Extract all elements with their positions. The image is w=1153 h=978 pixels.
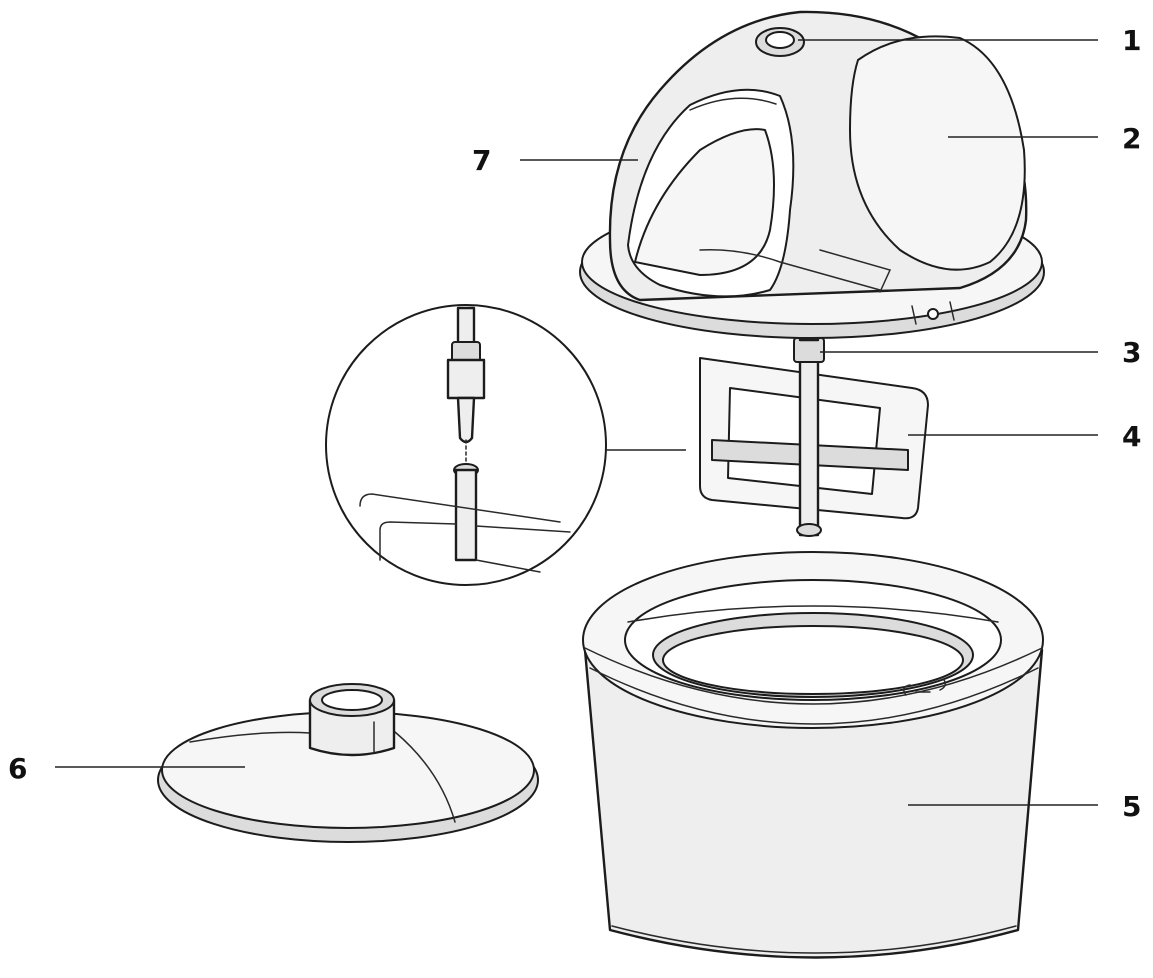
callout-4: 4 <box>1122 420 1141 453</box>
motor-unit <box>579 10 1045 339</box>
callout-5: 5 <box>1122 790 1141 823</box>
callout-7: 7 <box>472 144 491 177</box>
callout-3: 3 <box>1122 336 1141 369</box>
detail-magnifier <box>325 304 607 586</box>
bowl-lid <box>157 683 539 843</box>
leader-lines <box>55 39 1098 806</box>
freezer-bowl <box>582 551 1044 959</box>
paddle <box>699 348 929 537</box>
callout-2: 2 <box>1122 122 1141 155</box>
callout-labels: 1 2 3 4 5 6 7 <box>8 24 1141 823</box>
callout-6: 6 <box>8 752 27 785</box>
callout-1: 1 <box>1122 24 1141 57</box>
